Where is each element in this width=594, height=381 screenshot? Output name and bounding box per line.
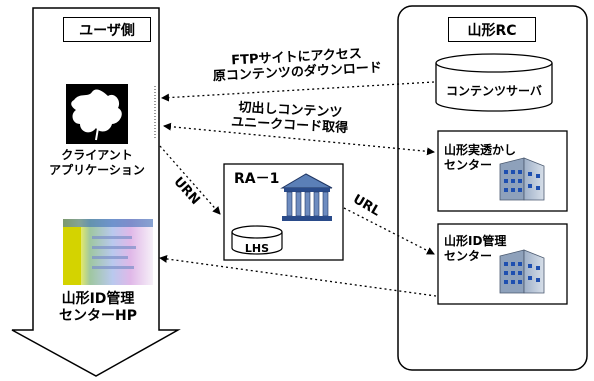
lhs-label: LHS	[244, 242, 270, 255]
watermark-center-label: 山形実透かし センター	[444, 143, 516, 173]
urn-arrow	[159, 145, 221, 215]
id-center-hp-line1: 山形ID管理	[61, 291, 135, 307]
id-center-hp-line2: センターHP	[59, 308, 137, 324]
yamagata-rc-title: 山形RC	[448, 17, 536, 42]
client-app-line1: クライアント	[61, 148, 133, 162]
watermark-center-line2: センター	[444, 158, 493, 172]
lhs-cylinder	[231, 225, 283, 255]
watermark-center-line1: 山形実透かし	[444, 143, 517, 157]
content-server-cylinder	[435, 53, 553, 112]
ra-title: RA－1	[234, 171, 280, 187]
id-center-line1: 山形ID管理	[444, 234, 507, 248]
id-center-line2: センター	[444, 249, 493, 263]
client-app-image	[66, 84, 128, 144]
client-app-line2: アプリケーション	[49, 163, 145, 177]
cut-content-arrow	[163, 122, 435, 156]
url-arrow	[343, 207, 435, 255]
institution-icon	[280, 173, 333, 221]
building-icon	[499, 249, 545, 294]
client-app-label: クライアント アプリケーション	[44, 148, 150, 178]
id-center-hp-thumbnail	[63, 219, 153, 285]
content-server-label: コンテンツサーバ	[446, 84, 542, 98]
building-icon	[499, 157, 545, 201]
user-side-title: ユーザ側	[63, 17, 151, 42]
id-center-label: 山形ID管理 センター	[444, 234, 506, 264]
id-center-hp-label: 山形ID管理 センターHP	[48, 291, 148, 325]
hp-arrow	[159, 254, 437, 297]
ftp-arrow	[161, 81, 435, 102]
